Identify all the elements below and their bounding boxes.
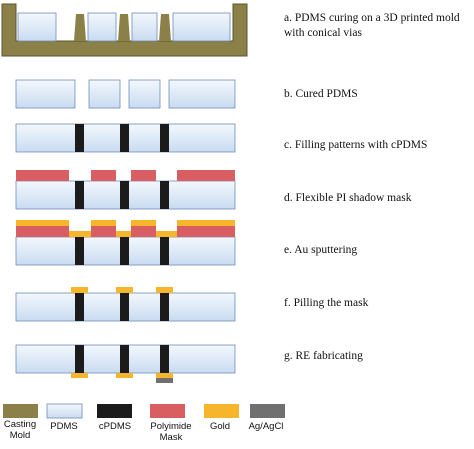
step-c-label: c. Filling patterns with cPDMS [284,139,428,151]
gold-pad [69,231,91,237]
gold-pad [116,287,133,293]
gold-pad-bottom [71,373,88,378]
cpdms-via [75,345,84,373]
legend-swatch-polyimide [150,404,185,418]
mold-via-post [118,14,130,41]
cpdms-via [160,345,169,373]
step-d-label: d. Flexible PI shadow mask [284,192,412,204]
polyimide-mask-segment [131,170,156,181]
polyimide-mask-segment [91,170,116,181]
gold-pad-bottom [116,373,133,378]
legend-label-agagcl: Ag/AgCl [248,421,284,432]
mold-via-post [74,14,86,41]
gold-pad [71,287,88,293]
legend-label-gold: Gold [209,421,231,432]
legend-label-pdms: PDMS [50,421,78,432]
pdms-block [87,12,117,42]
legend-swatch-gold [204,404,239,418]
gold-layer-on-mask [177,220,235,226]
polyimide-mask-segment [177,226,235,237]
legend-swatch-cpdms [97,404,132,418]
cpdms-via [75,181,84,209]
polyimide-mask-segment [177,170,235,181]
cpdms-via [120,181,129,209]
step-b-label: b. Cured PDMS [284,88,358,100]
cpdms-via [75,124,84,152]
legend-swatch-agagcl [250,404,285,418]
cpdms-via [75,237,84,265]
pdms-block [172,12,231,42]
gold-pad [116,231,131,237]
gold-layer-on-mask [16,220,69,226]
gold-pad [156,287,173,293]
polyimide-mask-segment [16,170,69,181]
legend-label-cpdms: cPDMS [98,421,132,432]
pdms-block [131,12,158,42]
polyimide-mask-segment [91,226,116,237]
cpdms-via [120,293,129,321]
agagcl-layer [156,378,173,383]
cpdms-via [160,293,169,321]
legend-label-polyimide: Polyimide Mask [150,421,192,443]
step-a-label: a. PDMS curing on a 3D printed mold with… [284,12,460,39]
pdms-block [128,79,161,109]
step-g-label: g. RE fabricating [284,350,363,362]
mold-via-post [159,14,171,41]
step-f-label: f. Pilling the mask [284,297,369,309]
legend-swatch-casting-mold [3,404,38,418]
gold-layer-on-mask [131,220,156,226]
cpdms-via [120,124,129,152]
pdms-block [88,79,121,109]
cpdms-via [120,237,129,265]
pdms-block [17,12,57,42]
polyimide-mask-segment [16,226,69,237]
legend-label-casting-mold: Casting Mold [3,419,37,441]
gold-pad-bottom [156,373,173,378]
step-e-label: e. Au sputtering [284,244,358,256]
legend-swatch-pdms [46,403,83,419]
cpdms-via [75,293,84,321]
cpdms-via [160,124,169,152]
cpdms-via [160,181,169,209]
pdms-block [15,79,76,109]
gold-layer-on-mask [91,220,116,226]
cpdms-via [120,345,129,373]
casting-mold-shape [1,3,248,57]
gold-pad [156,231,177,237]
polyimide-mask-segment [131,226,156,237]
pdms-block [168,79,236,109]
cpdms-via [160,237,169,265]
